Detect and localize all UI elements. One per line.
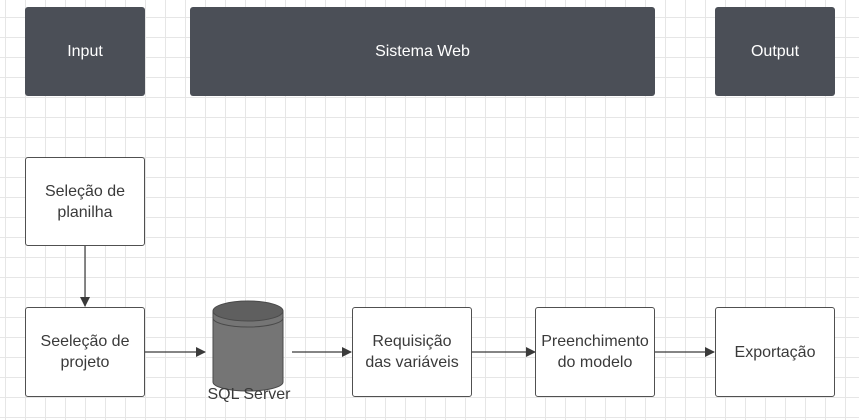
node-selecao-projeto: Seeleção de projeto (25, 307, 145, 397)
node-preenchimento-modelo-label: Preenchimento do modelo (541, 333, 649, 371)
lane-header-output-label: Output (750, 42, 800, 60)
node-selecao-planilha: Seleção de planilha (25, 157, 145, 246)
lane-header-input-label: Input (67, 42, 103, 60)
database-cylinder-icon (212, 300, 284, 392)
lane-header-web-system: Sistema Web (190, 7, 655, 96)
node-exportacao-label: Exportação (734, 343, 816, 361)
node-exportacao: Exportação (715, 307, 835, 397)
node-selecao-projeto-label: Seeleção de projeto (40, 333, 130, 371)
database-label: SQL Server (207, 386, 291, 403)
lane-header-input: Input (25, 7, 145, 96)
node-requisicao-variaveis-label: Requisição das variáveis (365, 333, 459, 371)
lane-header-web-system-label: Sistema Web (375, 42, 470, 60)
node-preenchimento-modelo: Preenchimento do modelo (535, 307, 655, 397)
node-selecao-planilha-label: Seleção de planilha (44, 182, 126, 221)
lane-header-output: Output (715, 7, 835, 96)
node-requisicao-variaveis: Requisição das variáveis (352, 307, 472, 397)
